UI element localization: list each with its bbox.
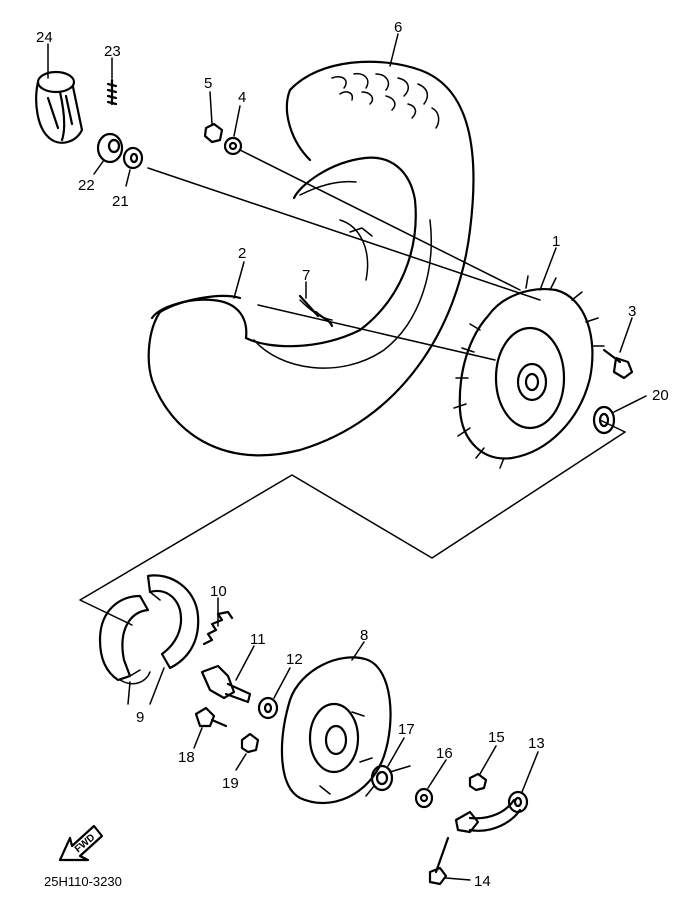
label-2: 2 (238, 245, 246, 262)
label-11: 11 (250, 631, 266, 648)
forward-arrow-icon: FWD (58, 824, 104, 862)
part-4-washer (223, 136, 243, 156)
label-3: 3 (628, 303, 636, 320)
label-22: 22 (78, 177, 95, 194)
part-13-cam-lever (454, 790, 529, 834)
part-2-tube (150, 156, 432, 369)
label-23: 23 (104, 43, 121, 60)
label-21: 21 (112, 193, 129, 210)
part-labels: 24 23 22 21 5 4 6 2 7 1 3 20 10 11 12 8 … (36, 19, 669, 890)
part-21-washer (122, 146, 144, 170)
label-12: 12 (286, 651, 303, 668)
label-4: 4 (238, 89, 246, 106)
label-16: 16 (436, 745, 453, 762)
label-7: 7 (302, 267, 310, 284)
leader-lines (47, 33, 647, 881)
part-14-lever-bolt (428, 836, 450, 886)
part-11-cam-shaft (200, 664, 252, 704)
part-23-screw (106, 78, 118, 106)
label-9: 9 (136, 709, 144, 726)
part-7-valve (298, 294, 334, 328)
label-8: 8 (360, 627, 368, 644)
part-6-tire (147, 60, 475, 457)
part-3-bolt (602, 348, 634, 380)
label-13: 13 (528, 735, 545, 752)
label-10: 10 (210, 583, 227, 600)
part-8-brake-plate (280, 656, 392, 804)
wheel-rim (299, 219, 373, 321)
label-14: 14 (474, 873, 491, 890)
label-19: 19 (222, 775, 239, 792)
part-1-brake-drum (453, 275, 605, 469)
part-12-washer (257, 696, 279, 720)
part-17-spring (365, 764, 411, 797)
part-19-nut (240, 732, 260, 754)
label-1: 1 (552, 233, 560, 250)
label-5: 5 (204, 75, 212, 92)
part-24-hub-cap (35, 70, 84, 144)
part-15-nut (468, 772, 488, 792)
label-6: 6 (394, 19, 402, 36)
part-9-brake-shoes (98, 574, 200, 685)
drawing-code: 25H110-3230 (44, 874, 122, 889)
part-20-oil-seal (592, 405, 616, 435)
label-17: 17 (398, 721, 415, 738)
alignment-lines (79, 149, 626, 626)
label-24: 24 (36, 29, 53, 46)
part-10-spring (202, 610, 234, 646)
part-22-bearing (96, 132, 124, 164)
label-20: 20 (652, 387, 669, 404)
part-16-washer (414, 787, 434, 809)
part-5-nut (203, 122, 224, 144)
label-15: 15 (488, 729, 505, 746)
part-18-bolt (194, 706, 228, 728)
label-18: 18 (178, 749, 195, 766)
